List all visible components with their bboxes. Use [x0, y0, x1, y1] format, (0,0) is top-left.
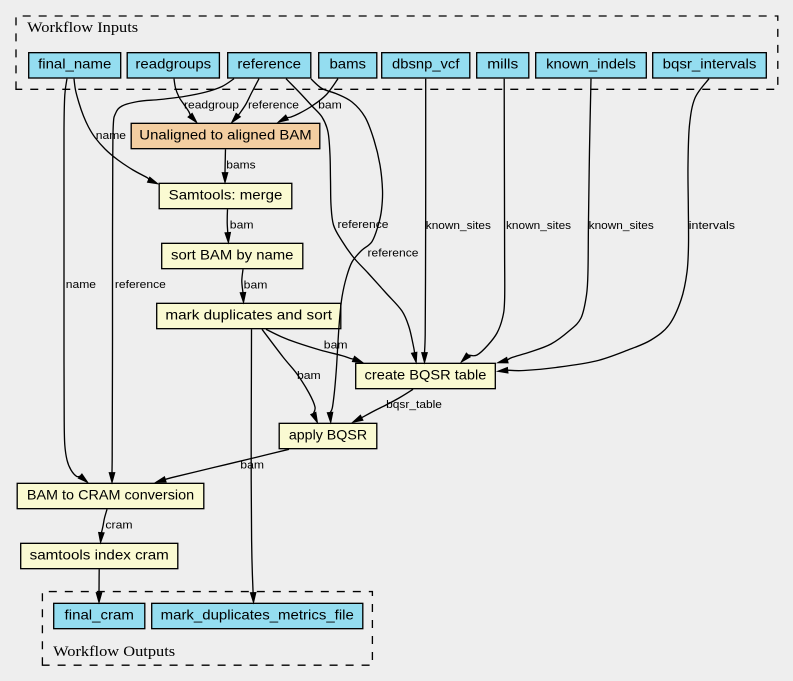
svg-text:bam: bam — [240, 459, 264, 471]
svg-text:reference: reference — [338, 219, 389, 231]
svg-text:mills: mills — [487, 56, 518, 72]
svg-text:bam: bam — [324, 339, 348, 351]
svg-text:known_sites: known_sites — [589, 220, 655, 232]
svg-text:bam: bam — [297, 370, 321, 382]
svg-text:bams: bams — [226, 159, 256, 171]
svg-text:readgroup: readgroup — [184, 99, 239, 111]
svg-text:bam: bam — [244, 279, 268, 291]
svg-text:mark duplicates and sort: mark duplicates and sort — [165, 306, 332, 322]
svg-text:known_sites: known_sites — [426, 220, 492, 232]
svg-text:sort BAM by name: sort BAM by name — [171, 246, 294, 262]
svg-text:bams: bams — [329, 56, 366, 72]
svg-text:reference: reference — [248, 99, 299, 111]
svg-text:name: name — [66, 279, 96, 291]
svg-text:Workflow Inputs: Workflow Inputs — [27, 20, 138, 36]
svg-text:bam: bam — [318, 99, 342, 111]
svg-text:readgroups: readgroups — [135, 56, 211, 72]
svg-text:known_sites: known_sites — [506, 220, 572, 232]
svg-text:dbsnp_vcf: dbsnp_vcf — [392, 56, 459, 72]
svg-text:reference: reference — [368, 248, 419, 260]
svg-text:known_indels: known_indels — [546, 56, 636, 72]
svg-text:reference: reference — [115, 279, 166, 291]
svg-text:Unaligned to aligned BAM: Unaligned to aligned BAM — [139, 126, 311, 142]
svg-text:apply BQSR: apply BQSR — [289, 426, 367, 442]
svg-text:final_name: final_name — [38, 56, 111, 72]
svg-text:mark_duplicates_metrics_file: mark_duplicates_metrics_file — [161, 606, 354, 622]
svg-text:bqsr_intervals: bqsr_intervals — [663, 56, 757, 72]
svg-text:final_cram: final_cram — [65, 606, 134, 622]
svg-text:cram: cram — [105, 520, 132, 532]
svg-text:bqsr_table: bqsr_table — [386, 399, 442, 411]
svg-text:Samtools: merge: Samtools: merge — [169, 186, 283, 202]
svg-text:bam: bam — [230, 219, 254, 231]
svg-text:intervals: intervals — [689, 220, 736, 232]
svg-text:reference: reference — [237, 56, 301, 72]
svg-text:samtools index cram: samtools index cram — [30, 546, 169, 562]
svg-text:Workflow Outputs: Workflow Outputs — [53, 644, 175, 660]
svg-text:BAM to CRAM conversion: BAM to CRAM conversion — [27, 486, 194, 502]
svg-text:name: name — [96, 130, 126, 142]
svg-text:create BQSR table: create BQSR table — [365, 366, 487, 382]
